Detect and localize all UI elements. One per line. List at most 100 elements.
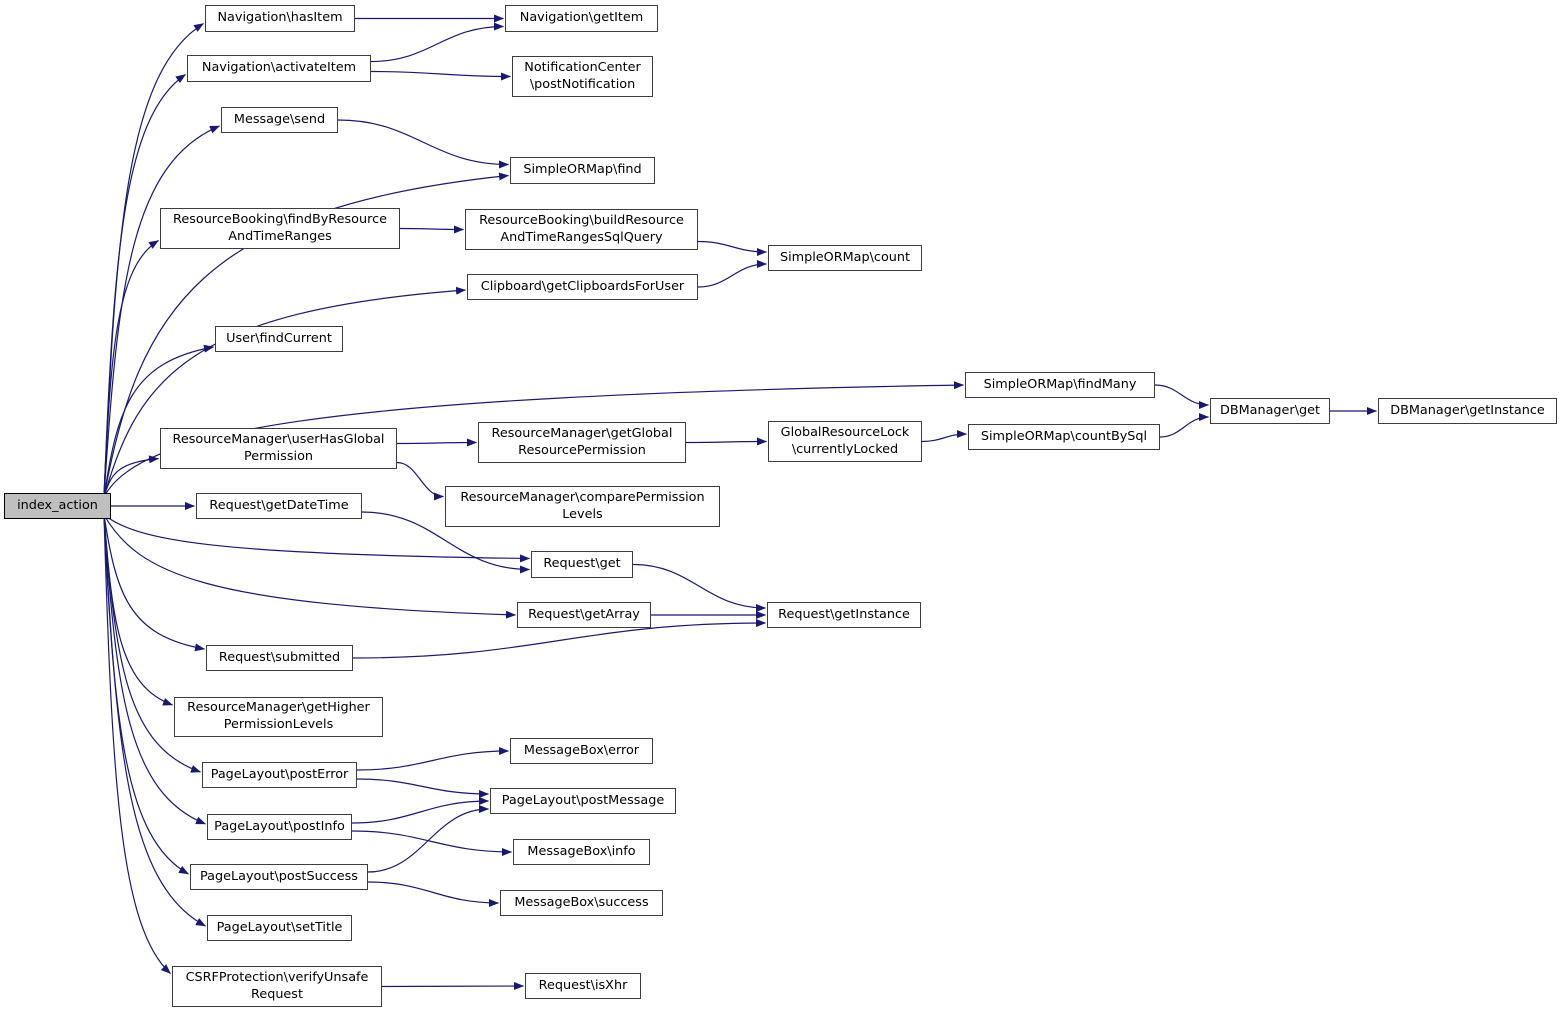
node-message_send[interactable]: Message\send [221,107,338,133]
node-label: Levels [562,506,603,522]
node-simpleormap_count[interactable]: SimpleORMap\count [768,245,922,271]
edge-index_action-navigation_activateitem [103,74,186,498]
node-request_getdatetime[interactable]: Request\getDateTime [196,493,362,519]
node-label: Message\send [233,111,326,127]
node-request_getarray[interactable]: Request\getArray [517,602,651,628]
node-request_isxhr[interactable]: Request\isXhr [525,973,641,999]
node-label: Navigation\hasItem [217,10,343,26]
edge-pagelayout_postsuccess-pagelayout_postmessage [367,805,489,873]
edge-request_submitted-request_getinstance [352,619,766,659]
node-label: AndTimeRangesSqlQuery [500,229,663,245]
node-dbmanager_getinstance[interactable]: DBManager\getInstance [1378,398,1557,424]
node-label: SimpleORMap\count [779,249,911,265]
node-label: MessageBox\info [527,843,636,859]
edge-resourcemanager_userhasglobalpermission-resourcemanager_comparepermissionlevels [396,461,444,501]
edge-clipboard_getclipboardsforuser-simpleormap_count [697,260,767,288]
edge-pagelayout_postinfo-pagelayout_postmessage [351,797,489,824]
edge-resourcemanager_userhasglobalpermission-resourcemanager_getglobalresourcepermission [396,438,477,447]
edge-request_getdatetime-request_get [361,511,530,574]
node-simpleormap_findmany[interactable]: SimpleORMap\findMany [965,372,1155,398]
node-navigation_hasitem[interactable]: Navigation\hasItem [205,5,355,32]
node-pagelayout_postinfo[interactable]: PageLayout\postInfo [207,814,352,840]
node-request_get[interactable]: Request\get [531,551,633,578]
node-navigation_getitem[interactable]: Navigation\getItem [505,5,658,32]
edge-index_action-simpleormap_find [103,172,509,498]
node-pagelayout_postsuccess[interactable]: PageLayout\postSuccess [190,864,368,890]
node-label: ResourceBooking\findByResource [173,211,387,227]
edge-index_action-request_submitted [103,514,205,652]
node-label: DBManager\get [1219,402,1321,418]
node-label: ResourceManager\getHigher [187,700,370,716]
edge-index_action-resourcebooking_findbyresourceandtimeranges [103,239,159,498]
node-label: MessageBox\success [514,894,649,910]
node-label: User\findCurrent [226,330,332,346]
edge-navigation_activateitem-notificationcenter_postnotification [370,70,511,81]
edge-index_action-pagelayout_posterror [103,514,201,773]
edge-index_action-resourcemanager_userhasglobalpermission [103,455,159,498]
node-label: index_action [17,497,98,513]
edge-request_get-request_getinstance [632,563,766,612]
node-globalresourcelock_currentlylocked[interactable]: GlobalResourceLock\currentlyLocked [768,421,922,462]
edge-resourcebooking_buildresourceandtimerangessqlquery-simpleormap_count [697,240,767,256]
node-label: Request [251,986,303,1002]
edge-simpleormap_countbysql-dbmanager_get [1159,413,1209,438]
node-label: GlobalResourceLock [780,424,910,440]
node-pagelayout_settitle[interactable]: PageLayout\setTitle [207,915,352,941]
node-pagelayout_posterror[interactable]: PageLayout\postError [202,762,357,788]
node-navigation_activateitem[interactable]: Navigation\activateItem [187,55,371,82]
edge-pagelayout_postinfo-messagebox_info [351,830,512,856]
node-label: DBManager\getInstance [1390,402,1545,418]
node-dbmanager_get[interactable]: DBManager\get [1210,398,1330,424]
node-request_submitted[interactable]: Request\submitted [206,645,353,671]
edge-pagelayout_postsuccess-messagebox_success [367,881,499,907]
node-messagebox_info[interactable]: MessageBox\info [513,839,650,865]
node-user_findcurrent[interactable]: User\findCurrent [215,326,343,352]
node-label: ResourceManager\userHasGlobal [172,431,385,447]
node-request_getinstance[interactable]: Request\getInstance [767,602,921,628]
edge-index_action-clipboard_getclipboardsforuser [103,286,466,498]
node-label: MessageBox\error [523,742,640,758]
node-simpleormap_countbysql[interactable]: SimpleORMap\countBySql [968,424,1160,450]
node-label: SimpleORMap\countBySql [980,428,1148,444]
edge-navigation_activateitem-navigation_getitem [370,22,504,63]
edge-globalresourcelock_currentlylocked-simpleormap_countbysql [921,430,967,443]
node-pagelayout_postmessage[interactable]: PageLayout\postMessage [490,788,676,814]
node-label: PageLayout\postMessage [501,792,665,808]
node-messagebox_success[interactable]: MessageBox\success [500,890,663,916]
node-label: CSRFProtection\verifyUnsafe [185,969,369,985]
node-messagebox_error[interactable]: MessageBox\error [510,738,653,764]
node-label: PermissionLevels [223,717,334,732]
edge-index_action-csrfprotection_verifyunsaferequest [103,514,171,974]
node-notificationcenter_postnotification[interactable]: NotificationCenter\postNotification [512,56,653,97]
edge-message_send-simpleormap_find [337,119,509,169]
node-clipboard_getclipboardsforuser[interactable]: Clipboard\getClipboardsForUser [467,274,698,300]
edge-index_action-pagelayout_postinfo [103,514,206,825]
node-label: Navigation\getItem [519,10,644,26]
edge-simpleormap_findmany-dbmanager_get [1154,384,1209,409]
node-label: ResourceManager\comparePermission [460,489,705,505]
node-label: AndTimeRanges [228,228,332,244]
edge-index_action-request_getarray [103,514,516,619]
edge-index_action-message_send [103,125,220,498]
node-label: Request\isXhr [538,977,628,993]
edge-resourcebooking_findbyresourceandtimeranges-resourcebooking_buildresourceandtimerangessqlquery [399,225,464,234]
node-label: PageLayout\setTitle [216,919,343,935]
node-label: Request\getInstance [778,606,910,622]
node-label: Request\submitted [218,649,341,665]
node-label: SimpleORMap\findMany [983,376,1137,392]
node-label: Permission [243,448,314,464]
edge-resourcemanager_getglobalresourcepermission-globalresourcelock_currentlylocked [685,437,767,446]
node-label: Clipboard\getClipboardsForUser [480,278,685,294]
node-label: ResourceBooking\buildResource [479,212,684,228]
node-label: PageLayout\postSuccess [200,868,358,884]
node-simpleormap_find[interactable]: SimpleORMap\find [510,157,655,184]
